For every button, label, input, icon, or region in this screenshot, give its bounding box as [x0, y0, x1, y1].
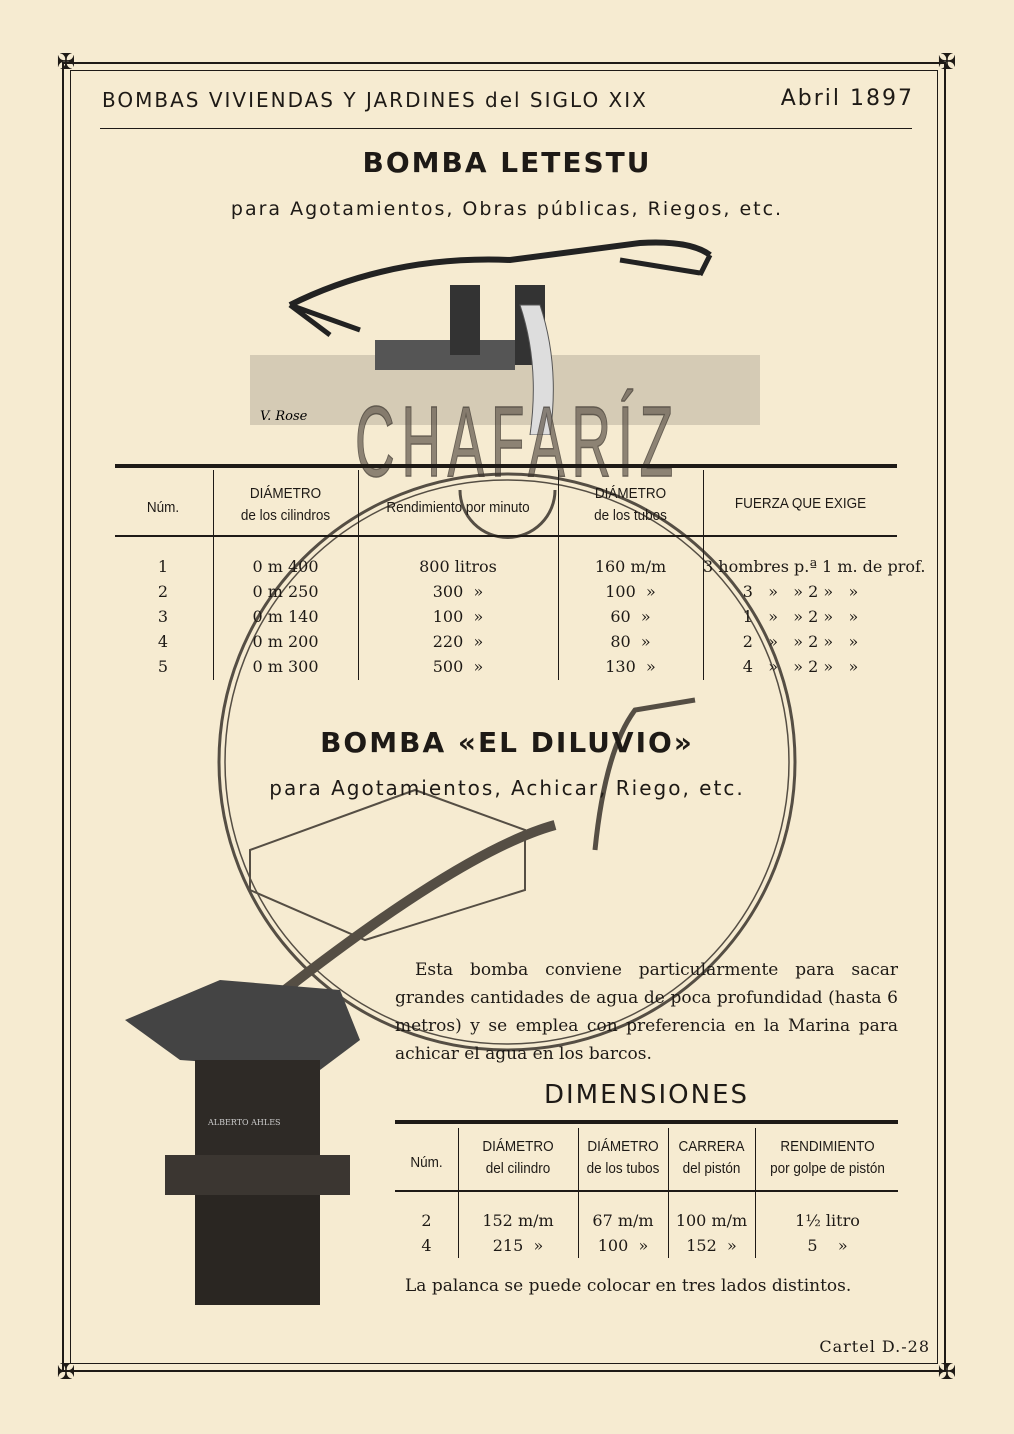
section2-subtitle: para Agotamientos, Achicar, Riego, etc.	[269, 776, 745, 800]
table-cell: 160 m/m	[594, 557, 667, 576]
table-cell: 2	[157, 582, 169, 601]
table-cell: 67 m/m	[592, 1211, 654, 1230]
date: Abril 1897	[780, 86, 914, 111]
note: La palanca se puede colocar en tres lado…	[405, 1276, 852, 1296]
table-cell: 100 »	[597, 1236, 649, 1255]
series-title: BOMBAS VIVIENDAS Y JARDINES del SIGLO XI…	[102, 88, 648, 112]
table-cell: 5 »	[807, 1236, 848, 1255]
letestu-pump-illustration: V. Rose	[250, 239, 760, 435]
table-row: 1 0 m 400 800 litros 160 m/m 3 hombres p.ª 1…	[113, 554, 926, 579]
corner-ornament-icon: ✠	[937, 50, 957, 75]
table-row: 3 0 m 140 100 » 60 » 1 » » 2 » »	[113, 604, 898, 629]
table-row: 2 152 m/m 67 m/m 100 m/m 1½ litro	[395, 1208, 900, 1233]
table-cell: 3	[157, 607, 169, 626]
table-cell: 100 »	[605, 582, 656, 601]
table-cell: 100 »	[432, 607, 484, 626]
table-cell: 4	[157, 632, 169, 651]
table-cell: 0 m 250	[252, 582, 319, 601]
table-cell: 0 m 400	[252, 557, 319, 576]
table-cell: 500 »	[432, 657, 484, 676]
section1-title: BOMBA LETESTU	[362, 146, 652, 179]
table-cell: 0 m 300	[252, 657, 319, 676]
letestu-table-body: 1 0 m 400 800 litros 160 m/m 3 hombres p.ª 1…	[113, 554, 926, 679]
table-cell: 300 »	[432, 582, 484, 601]
table-cell: 1½ litro	[795, 1211, 860, 1230]
table-cell: 2	[421, 1211, 432, 1230]
section1-subtitle: para Agotamientos, Obras públicas, Riego…	[230, 198, 784, 220]
table-row: 5 0 m 300 500 » 130 » 4 » » 2 » »	[113, 654, 898, 679]
table-cell: 215 »	[492, 1236, 544, 1255]
table-cell: 100 m/m	[675, 1211, 748, 1230]
table-cell: 152 m/m	[482, 1211, 554, 1230]
table-cell: 130 »	[605, 657, 656, 676]
cartel-code: Cartel D.-28	[819, 1337, 930, 1356]
description: Esta bomba conviene particularmente para…	[395, 960, 898, 1064]
dimensions-table-body: 2 152 m/m 67 m/m 100 m/m 1½ litro 4 215 » 100 »…	[395, 1208, 900, 1258]
table-cell: 220 »	[432, 632, 484, 651]
corner-ornament-icon: ✠	[56, 1360, 76, 1385]
table-cell: 60 »	[610, 607, 651, 626]
table-cell: 800 litros	[419, 557, 497, 576]
diluvio-pump-illustration: ALBERTO AHLES	[125, 980, 360, 1305]
table-row: 2 0 m 250 300 » 100 » 3 » » 2 » »	[113, 579, 898, 604]
table-cell: 1 » » 2 » »	[742, 607, 859, 626]
table-cell: 3 » » 2 » »	[742, 582, 859, 601]
dimensions-title: DIMENSIONES	[543, 1080, 749, 1110]
table-cell: 3 hombres p.ª 1 m. de prof.	[703, 557, 926, 576]
table-row: 4 215 » 100 » 152 » 5 »	[395, 1233, 900, 1258]
watermark-circle-emblem	[217, 472, 797, 1052]
table-row: 4 0 m 200 220 » 80 » 2 » » 2 » »	[113, 629, 898, 654]
table-cell: 4	[421, 1236, 432, 1255]
table-cell: 5	[157, 657, 169, 676]
table-cell: 4 » » 2 » »	[742, 657, 859, 676]
pump-label: ALBERTO AHLES	[207, 1118, 281, 1127]
engraver-signature: V. Rose	[260, 409, 308, 424]
table-cell: 0 m 140	[252, 607, 319, 626]
inner-border	[70, 70, 938, 1364]
section2-title: BOMBA «EL DILUVIO»	[320, 726, 694, 759]
outer-border	[62, 62, 946, 1372]
table-cell: 152 »	[686, 1236, 737, 1255]
table-cell: 2 » » 2 » »	[742, 632, 859, 651]
table-cell: 1	[157, 557, 169, 576]
table-cell: 0 m 200	[252, 632, 319, 651]
corner-ornament-icon: ✠	[937, 1360, 957, 1385]
corner-ornament-icon: ✠	[56, 50, 76, 75]
table-cell: 80 »	[610, 632, 651, 651]
